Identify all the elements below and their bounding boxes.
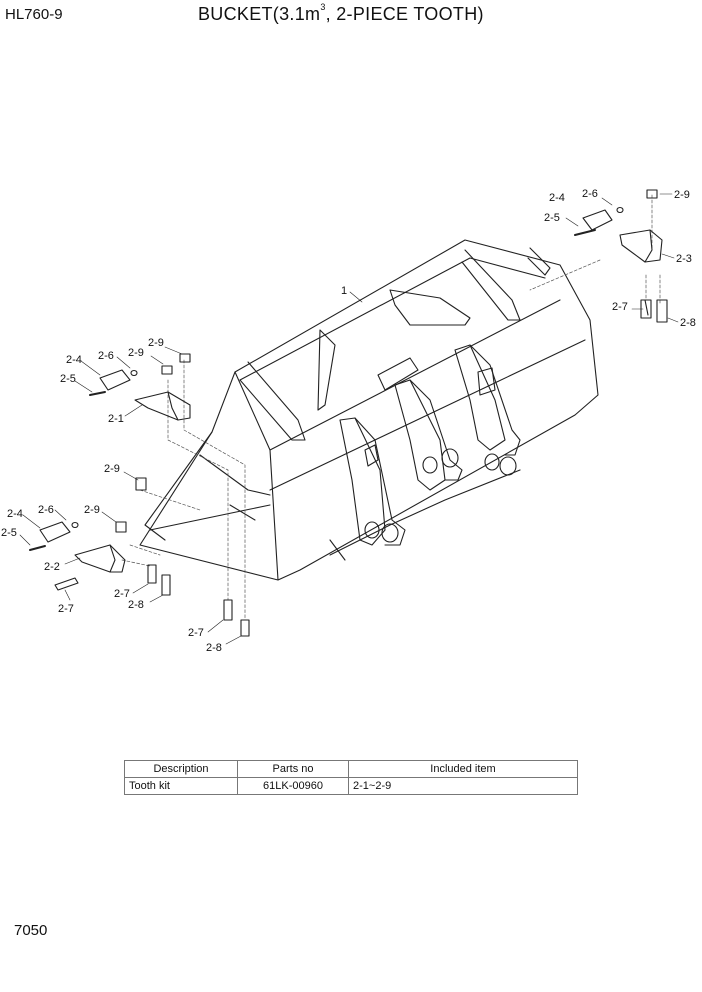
page-number: 7050 <box>14 922 48 939</box>
callout-2-8-center: 2-8 <box>128 599 144 611</box>
cell-included-item: 2-1~2-9 <box>348 777 578 795</box>
tooth-assembly-left-upper <box>89 353 191 421</box>
column-header-description: Description <box>124 760 238 778</box>
callout-2-3: 2-3 <box>676 253 692 265</box>
callout-2-9-left-mid: 2-9 <box>104 463 120 475</box>
cell-parts-no: 61LK-00960 <box>237 777 349 795</box>
callout-2-5-right: 2-5 <box>544 212 560 224</box>
callout-2-5-left-lower: 2-5 <box>1 527 17 539</box>
column-header-included-item: Included item <box>348 760 578 778</box>
callout-2-7-bottom: 2-7 <box>188 627 204 639</box>
callout-2-4-left-upper: 2-4 <box>66 354 82 366</box>
tooth-assembly-right <box>574 189 668 323</box>
page-title: BUCKET(3.1m3, 2-PIECE TOOTH) <box>198 2 484 25</box>
callout-2-6-left-lower: 2-6 <box>38 504 54 516</box>
callout-2-7-center: 2-7 <box>114 588 130 600</box>
model-number: HL760-9 <box>5 6 63 23</box>
callout-2-8-bottom: 2-8 <box>206 642 222 654</box>
callout-2-6-right: 2-6 <box>582 188 598 200</box>
column-header-parts-no: Parts no <box>237 760 349 778</box>
cell-description: Tooth kit <box>124 777 238 795</box>
callout-1: 1 <box>341 285 347 297</box>
callout-2-4-left-lower: 2-4 <box>7 508 23 520</box>
callout-2-9-left-lower: 2-9 <box>84 504 100 516</box>
callout-labels: 1 2-9 2-6 2-4 2-5 2-3 2-7 2-8 2-9 2-9 2-… <box>1 188 696 654</box>
callout-2-7-left: 2-7 <box>58 603 74 615</box>
title-superscript: 3 <box>320 2 326 12</box>
callout-2-4-right: 2-4 <box>549 192 565 204</box>
callout-leaders <box>19 193 679 645</box>
callout-2-2: 2-2 <box>44 561 60 573</box>
callout-2-6-left-upper: 2-6 <box>98 350 114 362</box>
table-header-row: Description Parts no Included item <box>124 760 578 778</box>
callout-2-1: 2-1 <box>108 413 124 425</box>
bucket-body <box>139 239 599 581</box>
callout-2-9-left-b: 2-9 <box>128 347 144 359</box>
callout-2-8-right: 2-8 <box>680 317 696 329</box>
callout-2-9-left-a: 2-9 <box>148 337 164 349</box>
leader-lines <box>121 194 661 621</box>
callout-2-7-right: 2-7 <box>612 301 628 313</box>
title-rest: , 2-PIECE TOOTH) <box>325 4 484 24</box>
parts-table: Description Parts no Included item Tooth… <box>124 760 578 795</box>
title-main: BUCKET(3.1m <box>198 4 321 24</box>
mounting-brackets <box>339 344 521 546</box>
callout-2-9-right: 2-9 <box>674 189 690 201</box>
table-row: Tooth kit 61LK-00960 2-1~2-9 <box>124 777 578 795</box>
tooth-assembly-left-lower <box>29 477 250 637</box>
callout-2-5-left-upper: 2-5 <box>60 373 76 385</box>
